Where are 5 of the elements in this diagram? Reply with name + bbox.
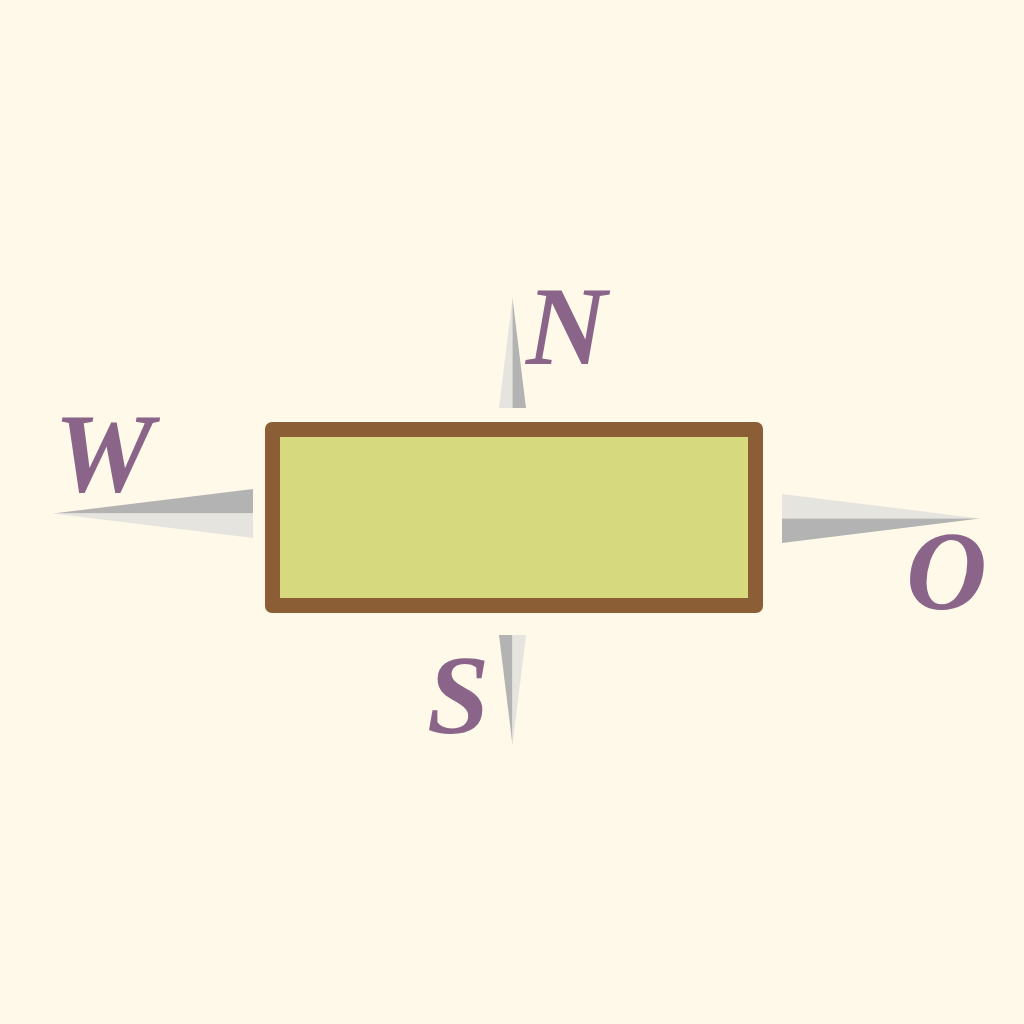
compass-letter: N bbox=[526, 265, 625, 389]
compass-letter: O bbox=[905, 510, 988, 634]
compass-letter: S bbox=[426, 634, 491, 758]
rectangle bbox=[265, 422, 763, 613]
compass-letter: W bbox=[50, 392, 172, 516]
